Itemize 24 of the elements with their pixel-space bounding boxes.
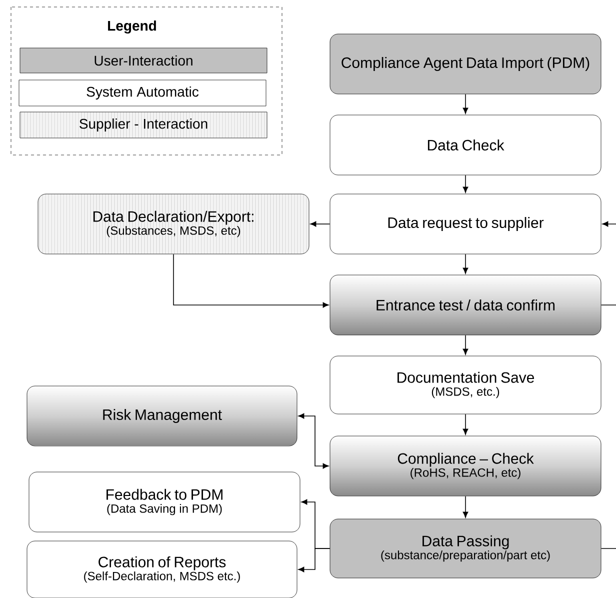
process-box: Compliance – Check (RoHS, REACH, etc) — [330, 436, 602, 496]
process-box: Creation of Reports (Self-Declaration, MSDS etc.) — [26, 540, 298, 598]
process-box: Data request to supplier — [330, 194, 602, 254]
arrow — [298, 413, 329, 469]
arrow — [462, 254, 468, 274]
process-box: Data Check — [330, 114, 602, 176]
arrow — [310, 221, 330, 227]
arrow — [602, 221, 616, 227]
legend-title: Legend — [108, 20, 156, 34]
arrow — [462, 496, 468, 518]
process-box: Risk Management — [26, 386, 298, 446]
process-box: Data Passing (substance/preparation/part etc) — [330, 518, 602, 578]
arrow — [298, 548, 330, 572]
legend-text: User-Interaction — [94, 55, 192, 66]
process-box: Data Declaration/Export: (Substances, MSDS, etc) — [38, 194, 310, 254]
arrow — [462, 334, 468, 355]
arrow — [462, 94, 468, 114]
process-box: Documentation Save (MSDS, etc.) — [330, 356, 602, 414]
arrow — [462, 414, 468, 435]
process-box: Compliance Agent Data Import (PDM) — [330, 34, 602, 94]
arrow — [173, 254, 329, 308]
process-box: Entrance test / data confirm — [330, 274, 602, 336]
process-box: Feedback to PDM (Data Saving in PDM) — [28, 472, 300, 532]
arrow — [462, 174, 468, 193]
